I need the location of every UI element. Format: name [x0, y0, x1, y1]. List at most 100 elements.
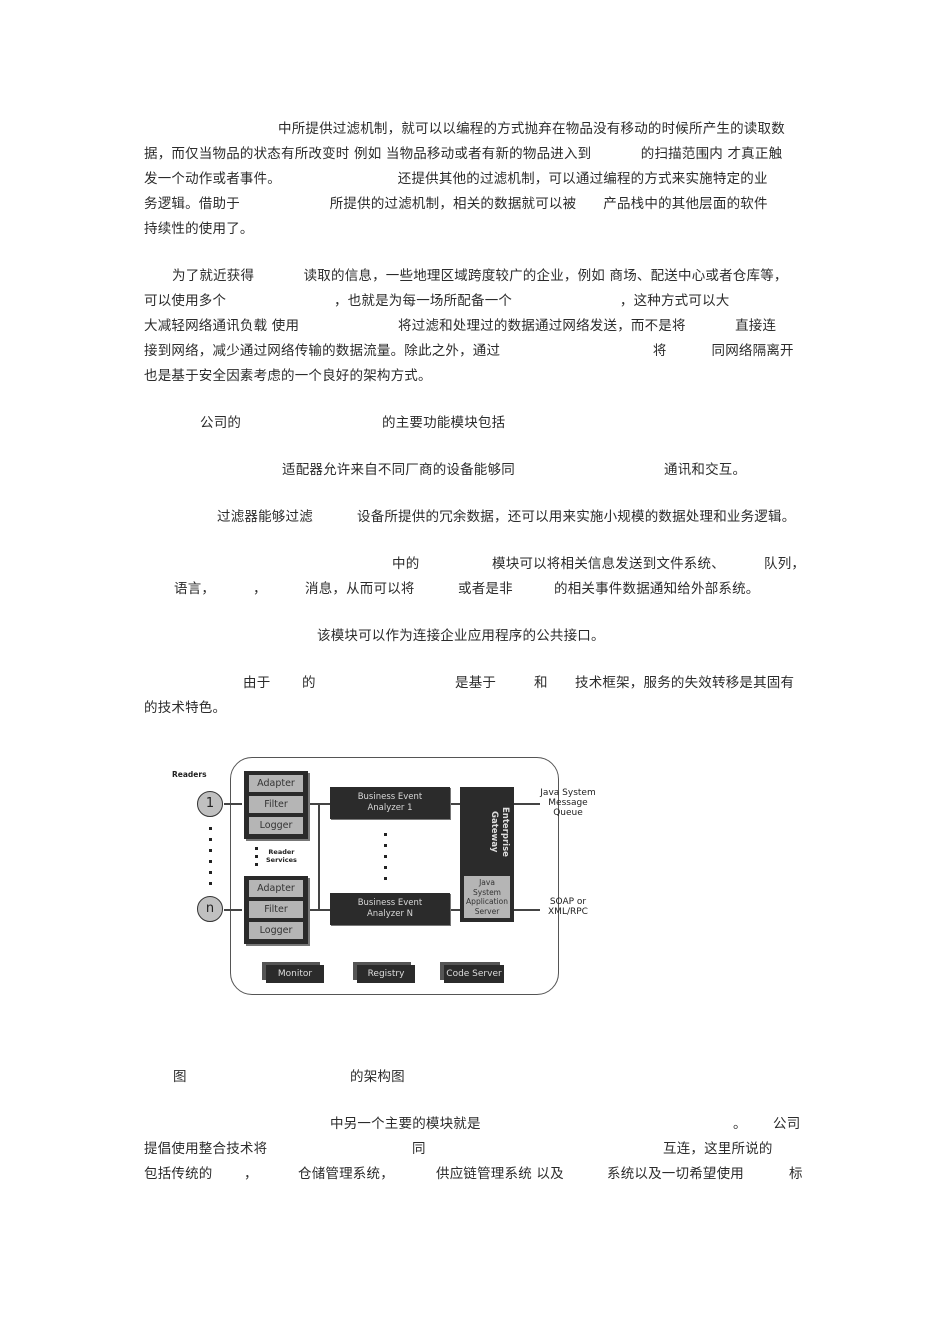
ellipsis-dot: [255, 863, 258, 866]
text-fragment: 公司: [773, 1116, 801, 1132]
text-line: 务逻辑。借助于 所提供的过滤机制，相关的数据就可以被 产品栈中的其他层面的软件: [144, 196, 768, 212]
text-fragment: 的: [302, 675, 316, 691]
label-line: Business Event: [357, 792, 423, 802]
text-fragment: 由于: [243, 675, 271, 691]
label-line: Queue: [553, 808, 583, 818]
label-line: Services: [266, 856, 297, 864]
text-fragment: ，: [244, 1166, 258, 1182]
reader-services-label: Reader Services: [266, 848, 297, 864]
label-line: Server: [474, 906, 500, 916]
text-fragment: 的相关事件数据通知给外部系统。: [554, 581, 760, 597]
filter-description: 过滤器能够过滤: [217, 509, 313, 525]
logger-block: Logger: [249, 817, 303, 834]
ellipsis-dot: [209, 871, 212, 874]
text-fragment: 模块可以将相关信息发送到文件系统、: [492, 556, 725, 572]
text-fragment: 互连，这里所说的: [663, 1141, 773, 1157]
text-fragment: 包括传统的: [144, 1166, 213, 1182]
text-line: 为了就近获得 读取的信息，一些地理区域跨度较广的企业，例如 商场、配送中心或者仓…: [172, 268, 788, 284]
ellipsis-dot: [209, 860, 212, 863]
label-line: Analyzer N: [366, 909, 414, 919]
label-line: Business Event: [357, 898, 423, 908]
text-fragment: 技术框架，服务的失效转移是其固有: [575, 675, 795, 691]
ellipsis-dot: [209, 882, 212, 885]
ellipsis-dot: [384, 844, 387, 847]
text-line: 也是基于安全因素考虑的一个良好的架构方式。: [144, 368, 432, 384]
text-fragment: 或者是非: [458, 581, 513, 597]
ellipsis-dot: [209, 827, 212, 830]
figure-caption-label: 图: [173, 1069, 187, 1085]
reader-n-icon: n: [197, 896, 223, 922]
adapter-description: 适配器允许来自不同厂商的设备能够同: [282, 462, 515, 478]
text-fragment: 仓储管理系统，: [298, 1166, 394, 1182]
figure-caption-title: 的架构图: [350, 1069, 405, 1085]
label-line: System: [473, 887, 501, 897]
ellipsis-dot: [384, 855, 387, 858]
connector-line: [224, 803, 242, 805]
label-line: Analyzer 1: [367, 803, 413, 813]
ellipsis-dot: [384, 877, 387, 880]
message-queue-output: Java System Message Queue: [538, 788, 598, 818]
text-fragment: 提倡使用整合技术将: [144, 1141, 268, 1157]
ellipsis-dot: [384, 866, 387, 869]
filter-description-end: 设备所提供的冗余数据，还可以用来实施小规模的数据处理和业务逻辑。: [357, 509, 796, 525]
reader-service-stack-n: Adapter Filter Logger: [244, 876, 308, 944]
ellipsis-dot: [255, 847, 258, 850]
text-line: 可以使用多个 ，也就是为每一场所配备一个 ，这种方式可以大: [144, 293, 730, 309]
text-line: 接到网络，减少通过网络传输的数据流量。除此之外，通过 将 同网络隔离开: [144, 343, 794, 359]
connector-line: [318, 803, 320, 909]
text-fragment: 的技术特色。: [144, 700, 227, 716]
label-line: Enterprise: [500, 807, 510, 857]
text-fragment: 中的: [392, 556, 420, 572]
ellipsis-dot: [209, 838, 212, 841]
filter-block: Filter: [249, 901, 303, 918]
soap-xmlrpc-output: SOAP or XML/RPC: [538, 897, 598, 917]
label-line: Reader: [268, 848, 295, 856]
modules-intro-right: 的主要功能模块包括: [382, 415, 506, 431]
label-line: Java System: [540, 788, 596, 798]
ellipsis-dot: [209, 849, 212, 852]
connector-line: [308, 803, 332, 805]
label-line: Message: [548, 798, 588, 808]
enterprise-gateway-label: Enterprise Gateway: [464, 791, 510, 873]
text-fragment: 和: [534, 675, 548, 691]
ellipsis-dot: [255, 855, 258, 858]
label-line: Application: [466, 897, 508, 906]
text-line: 据，而仅当物品的状态有所改变时 例如 当物品移动或者有新的物品进入到 的扫描范围…: [144, 146, 783, 162]
label-line: Gateway: [489, 811, 499, 853]
text-fragment: 是基于: [455, 675, 497, 691]
text-line: 大减轻网络通讯负载 使用 将过滤和处理过的数据通过网络发送，而不是将 直接连: [144, 318, 777, 334]
architecture-diagram: Readers 1 n Adapter Filter Logger Adapte…: [168, 755, 608, 1000]
text-line: 发一个动作或者事件。 还提供其他的过滤机制，可以通过编程的方式来实施特定的业: [144, 171, 768, 187]
reader-service-stack-1: Adapter Filter Logger: [244, 771, 308, 839]
text-fragment: 供应链管理系统 以及: [436, 1166, 564, 1182]
gateway-description: 该模块可以作为连接企业应用程序的公共接口。: [317, 628, 605, 644]
label-line: SOAP or: [549, 897, 587, 907]
connector-line: [514, 803, 540, 805]
connector-line: [450, 803, 460, 805]
connector-line: [514, 909, 540, 911]
java-application-server: Java System Application Server: [464, 876, 510, 918]
enterprise-gateway: Enterprise Gateway Java System Applicati…: [460, 787, 514, 922]
text-fragment: 语言，: [174, 581, 216, 597]
monitor-service: Monitor: [266, 965, 324, 983]
text-fragment: 标: [789, 1166, 803, 1182]
text-fragment: 。: [733, 1116, 747, 1132]
text-line: 中所提供过滤机制，就可以以编程的方式抛弃在物品没有移动的时候所产生的读取数: [278, 121, 785, 137]
text-fragment: 中另一个主要的模块就是: [330, 1116, 481, 1132]
label-line: XML/RPC: [548, 907, 588, 917]
text-fragment: 同: [412, 1141, 426, 1157]
text-fragment: 队列，: [764, 556, 806, 572]
readers-label: Readers: [172, 770, 207, 779]
adapter-block: Adapter: [249, 880, 303, 897]
ellipsis-dot: [384, 833, 387, 836]
text-fragment: 系统以及一切希望使用: [607, 1166, 744, 1182]
text-line: 持续性的使用了。: [144, 221, 254, 237]
registry-service: Registry: [357, 965, 415, 983]
connector-line: [450, 909, 460, 911]
adapter-description-end: 通讯和交互。: [664, 462, 747, 478]
modules-intro-left: 公司的: [200, 415, 242, 431]
filter-block: Filter: [249, 796, 303, 813]
reader-1-icon: 1: [197, 791, 223, 817]
